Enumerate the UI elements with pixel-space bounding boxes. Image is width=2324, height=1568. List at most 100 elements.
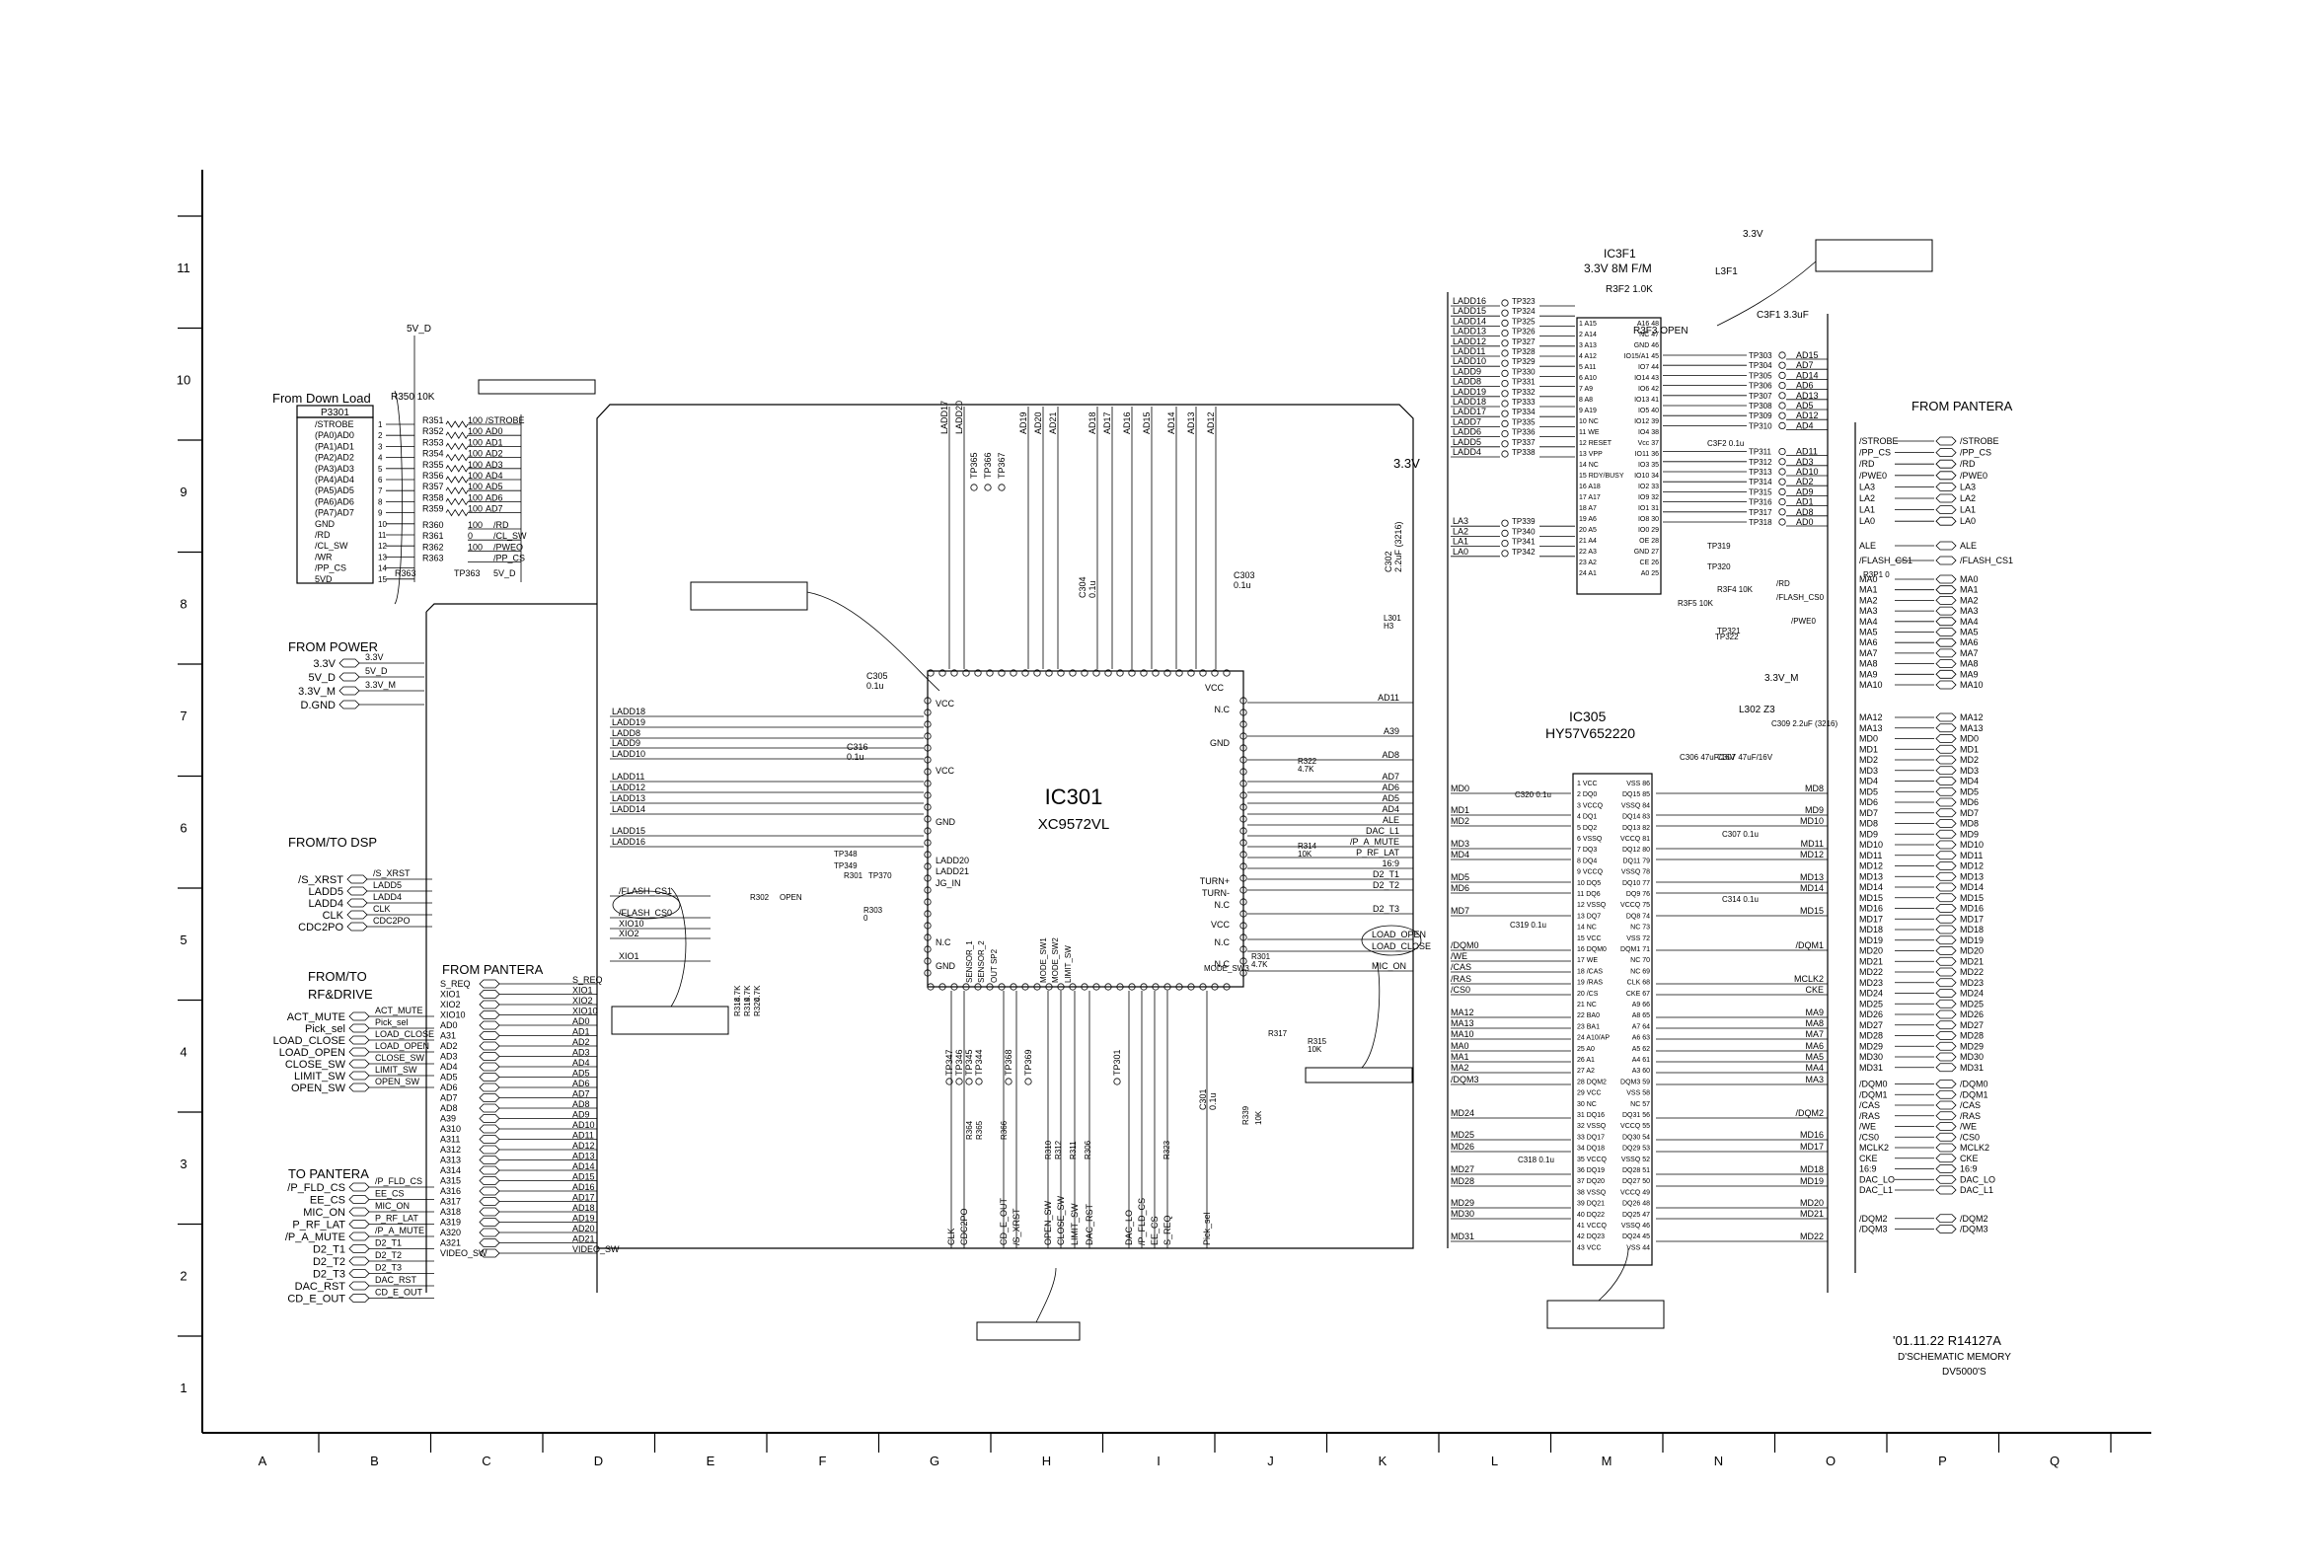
grid-col-label: P [1938,1454,1947,1468]
ic301-supply: 3.3V [1393,456,1420,471]
ic301-pin-left [924,886,932,894]
flash-pin-left: 7 A9 [1579,386,1593,393]
connector-symbol [479,1218,500,1227]
connector-symbol [1935,483,1957,491]
sdram-left-net: /RAS [1451,974,1471,984]
connector-symbol [479,1176,500,1185]
test-point [1501,550,1509,558]
ic301-top-net: AD13 [1186,411,1196,434]
flash-left-net: LADD7 [1453,416,1481,426]
flash-pin-right: A0 25 [1641,570,1659,577]
sdram-pin-left: 8 DQ4 [1577,858,1597,864]
connector-symbol [1935,925,1957,934]
right-pantera-out: MD1 [1960,744,1979,754]
ic301-right-net: DAC_L1 [1366,826,1399,836]
test-point [1501,400,1509,408]
signal-in: 3.3V [313,658,336,670]
connector-symbol [479,1124,500,1134]
ic301-right-net: 16:9 [1382,859,1399,868]
right-pantera-out: /RD [1960,459,1976,469]
connector-symbol [1935,1122,1957,1131]
connector-symbol [1935,471,1957,481]
footer-line1: '01.11.22 R14127A [1893,1333,2001,1348]
right-pantera-out: LA2 [1960,493,1976,503]
flash-left-tp: TP338 [1512,448,1536,457]
connector-symbol [1935,1041,1957,1051]
right-pantera-in: MA7 [1859,648,1878,658]
ic301-pin-bottom [1010,983,1017,991]
test-point [1501,329,1509,337]
ic301-pin-top [938,669,946,677]
connector-symbol [1935,1214,1957,1224]
test-point [1005,1078,1012,1085]
downl-resistor-value: 100 [468,460,483,470]
test-point [975,1078,983,1085]
ic3f1-body [1576,317,1662,595]
ic301-inner-label: N.C [1215,705,1231,714]
from-pantera-in: XIO10 [440,1010,466,1020]
sdram-left-net: MA0 [1451,1041,1469,1051]
test-point [1778,392,1786,400]
sdram-pin-right: NC 70 [1630,957,1650,964]
ic301-pin-right [1239,709,1247,716]
connector-symbol [1935,459,1957,469]
sdram-pin-left: 5 DQ2 [1577,825,1597,832]
test-point [1501,519,1509,527]
ic301-top-net: AD20 [1033,411,1043,434]
connector-symbol [348,1220,370,1229]
connector-symbol [1935,786,1957,796]
sdram-right-net: MD9 [1805,805,1824,815]
downl-resistor-ref: R356 [422,471,444,481]
ic301-pin-left [924,969,932,977]
ic301-inner-label: N.C [1215,900,1231,910]
flash-bottom-label: TP321 [1717,627,1741,635]
right-pantera-in: MD2 [1859,755,1878,765]
cap-ref: C303 [1234,570,1255,580]
test-point [1501,529,1509,538]
right-pantera-in: MA12 [1859,712,1883,722]
downl-out-label: AD0 [486,426,503,436]
ic301-top-net: AD14 [1166,411,1176,434]
sdram-pin-left: 1 VCC [1577,781,1598,787]
sdram-cap: C320 0.1u [1515,790,1551,799]
from-pantera-out: AD10 [572,1120,595,1130]
flash-bottom-label: R3F4 10K [1717,585,1754,594]
ic301-pin-top [1081,669,1088,677]
load-net: LOAD_CLOSE [1372,941,1431,951]
signal-in: /S_XRST [298,874,343,886]
ic301-left-net: LADD16 [612,837,645,847]
callout-leader-6 [1716,261,1817,327]
flash-net: XIO10 [619,919,644,929]
ic301-pin-top [1163,669,1171,677]
ic301-pin-right [1239,851,1247,859]
test-point [1501,349,1509,357]
downl-pin-label: 5VD [315,574,333,584]
ic301-pin-left [924,922,932,930]
right-pantera-in: MD14 [1859,882,1883,892]
test-point [1778,478,1786,485]
right-pantera-in: MD30 [1859,1052,1883,1062]
right-pantera-out: DAC_LO [1960,1174,1995,1184]
right-pantera-in: MD24 [1859,989,1883,999]
sdram-pin-left: 6 VSSQ [1577,836,1603,843]
load-net: MIC_ON [1372,961,1406,971]
ic301-pin-left [924,791,932,799]
signal-out: D2_T1 [375,1238,402,1248]
right-pantera-in: MD0 [1859,734,1878,744]
connector-symbol [1935,1031,1957,1040]
callout-leader-3 [670,887,687,1008]
resistor-symbol [445,497,469,506]
callout-box-6 [1815,239,1933,272]
right-pantera-out: MA2 [1960,595,1979,605]
signal-in: 3.3V_M [298,686,336,698]
sdram-pin-right: A9 66 [1632,1002,1650,1008]
footer-line2: D'SCHEMATIC MEMORY [1898,1352,2011,1363]
signal-in: ACT_MUTE [287,1011,345,1023]
flash-left-net: LADD14 [1453,316,1486,326]
from-pantera-out: AD4 [572,1058,590,1068]
flash-left-net: LADD12 [1453,336,1486,346]
connector-symbol [479,1156,500,1164]
cap-value: 0.1u [847,752,864,762]
flash-left-tp: TP326 [1512,328,1536,336]
